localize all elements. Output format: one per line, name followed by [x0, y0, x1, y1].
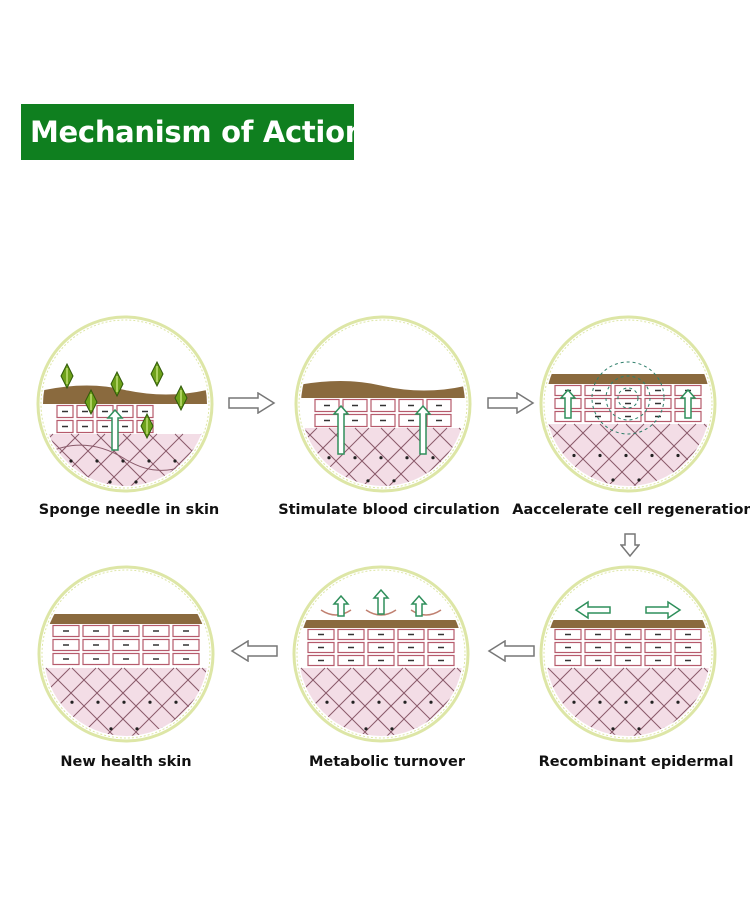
- caption-step-1: Sponge needle in skin: [38, 502, 220, 518]
- caption-step-5: Metabolic turnover: [308, 754, 466, 770]
- title-banner: Mechanism of Action: [21, 104, 365, 160]
- arrow-left-icon: [487, 640, 535, 662]
- caption-step-4: Recombinant epidermal: [538, 754, 734, 770]
- arrow-right-icon: [228, 392, 276, 414]
- skin-diagram-step-6: [36, 564, 216, 744]
- arrow-right-icon: [487, 392, 535, 414]
- skin-diagram-step-4: [538, 564, 718, 744]
- skin-diagram-step-2: [293, 314, 473, 494]
- skin-diagram-step-3: [538, 314, 718, 494]
- page-title: Mechanism of Action: [30, 115, 366, 149]
- caption-step-6: New health skin: [60, 754, 192, 770]
- caption-step-3: Aaccelerate cell regeneration: [512, 502, 750, 518]
- skin-diagram-step-1: [35, 314, 215, 494]
- arrow-down-icon: [620, 533, 640, 557]
- caption-step-2: Stimulate blood circulation: [278, 502, 500, 518]
- arrow-left-icon: [230, 640, 278, 662]
- skin-diagram-step-5: [291, 564, 471, 744]
